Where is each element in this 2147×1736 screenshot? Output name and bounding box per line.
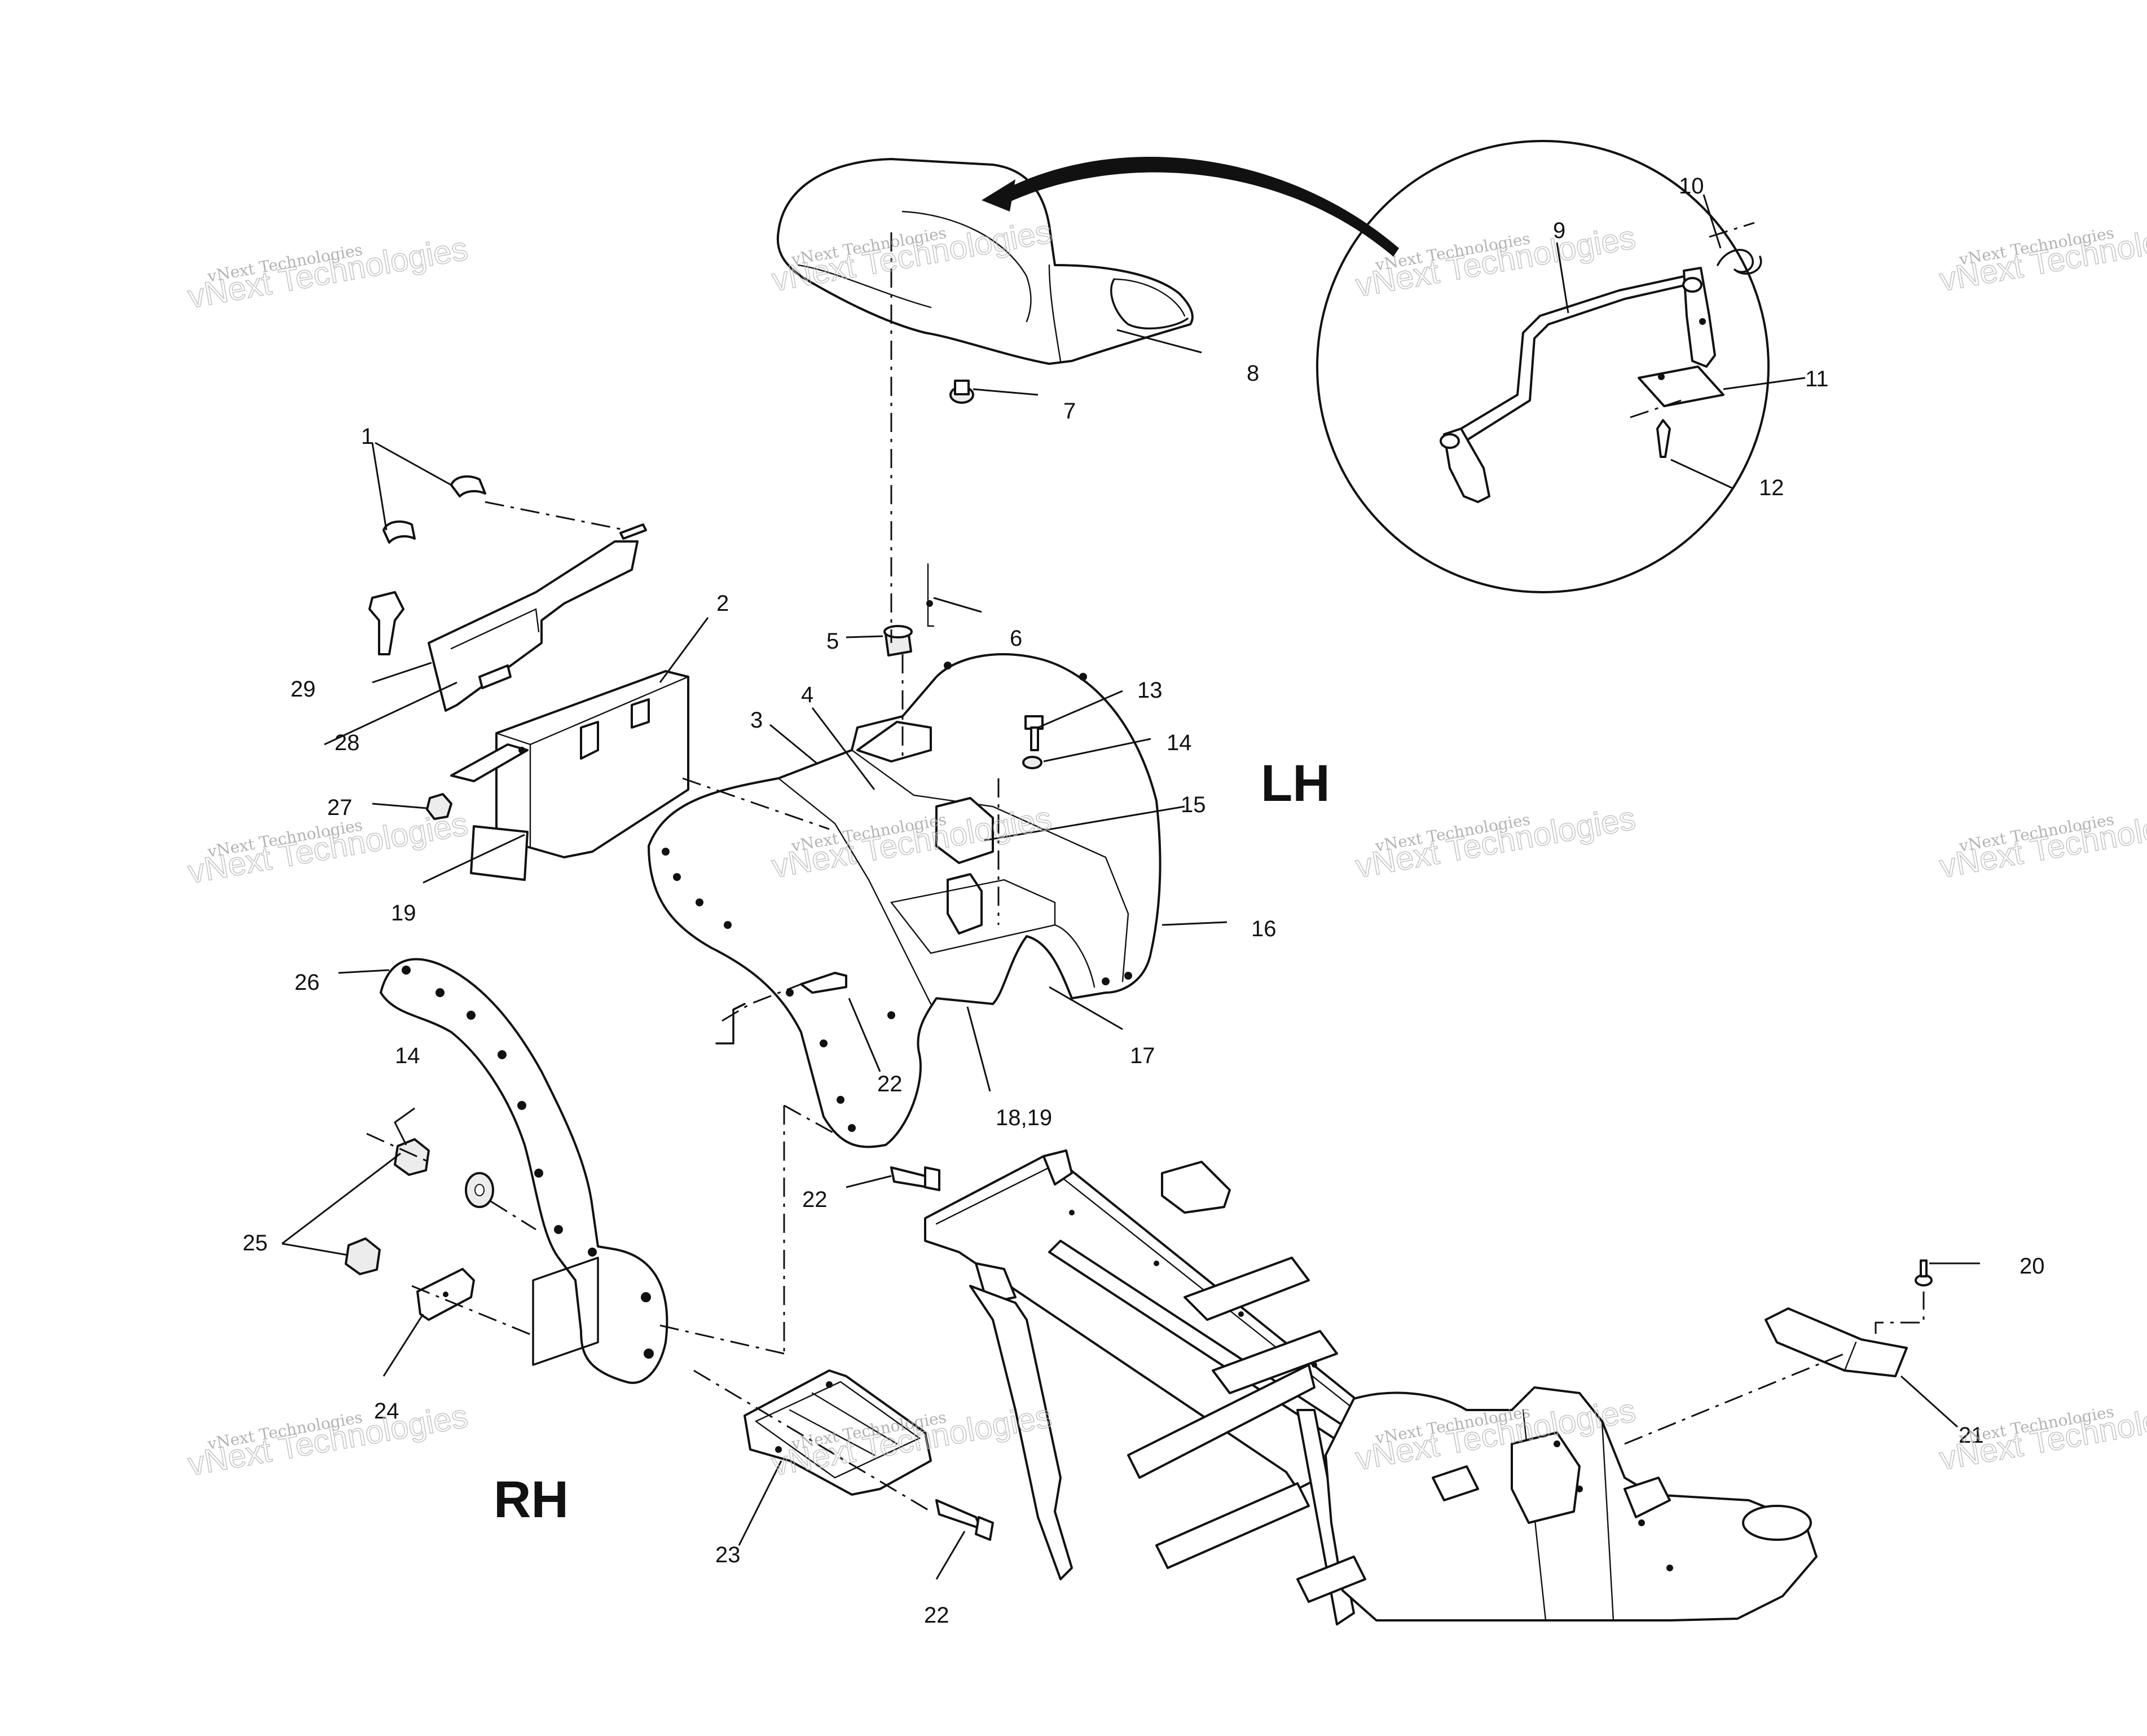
callout-14-lower: 14 bbox=[395, 1043, 420, 1068]
callout-21: 21 bbox=[1959, 1423, 1984, 1448]
leader-lines bbox=[281, 194, 1980, 1580]
latch-detail-inset bbox=[1316, 140, 1770, 593]
bolt-part bbox=[1024, 715, 1044, 751]
fender-flare-part bbox=[380, 958, 668, 1384]
callout-15: 15 bbox=[1181, 792, 1206, 817]
callout-22-fender: 22 bbox=[877, 1072, 903, 1096]
nut-part bbox=[394, 1138, 430, 1176]
callout-12: 12 bbox=[1759, 475, 1784, 500]
watermark: vNext Technologies vNext Technologies bbox=[185, 230, 471, 316]
callout-5: 5 bbox=[826, 629, 839, 654]
seat-part bbox=[776, 158, 1194, 365]
watermark: vNext Technologies vNext Technologies bbox=[1353, 218, 1639, 305]
nut-part bbox=[426, 793, 452, 820]
callout-22-mid: 22 bbox=[802, 1187, 828, 1212]
callout-24: 24 bbox=[374, 1399, 399, 1424]
callout-3: 3 bbox=[750, 708, 763, 733]
frame-part bbox=[924, 1149, 1818, 1625]
clip-part bbox=[382, 520, 416, 544]
svg-text:vNext Technologies: vNext Technologies bbox=[186, 1398, 471, 1483]
callout-17: 17 bbox=[1130, 1043, 1155, 1068]
bolt-part bbox=[935, 1499, 982, 1530]
callout-9: 9 bbox=[1553, 218, 1565, 243]
callout-16: 16 bbox=[1251, 917, 1277, 941]
svg-text:vNext Technologies: vNext Technologies bbox=[1353, 219, 1639, 304]
callout-8: 8 bbox=[1247, 361, 1259, 386]
nut-part bbox=[345, 1237, 381, 1275]
callout-7: 7 bbox=[1063, 399, 1076, 424]
svg-text:vNext Technologies: vNext Technologies bbox=[186, 230, 471, 315]
callout-20: 20 bbox=[2020, 1254, 2045, 1279]
callout-11: 11 bbox=[1805, 367, 1829, 391]
watermark: vNext Technologies vNext Technologies bbox=[185, 1397, 471, 1483]
callout-10: 10 bbox=[1679, 174, 1704, 199]
callout-22-low: 22 bbox=[924, 1603, 949, 1628]
watermark: vNext Technologies vNext Technologies bbox=[1353, 799, 1639, 885]
hook-part bbox=[368, 591, 404, 655]
side-label-rh: RH bbox=[494, 1471, 569, 1528]
callout-27: 27 bbox=[327, 795, 353, 820]
callout-labels: 1 2 3 4 5 6 7 8 9 10 11 12 13 14 14 15 1… bbox=[243, 174, 2045, 1628]
bolt-part bbox=[890, 1166, 929, 1188]
tray-part bbox=[428, 540, 639, 712]
side-label-lh: LH bbox=[1261, 755, 1330, 812]
watermark: vNext Technologies vNext Technologies bbox=[1937, 1391, 2147, 1478]
callout-18-19: 18,19 bbox=[996, 1105, 1052, 1130]
watermark: vNext Technologies vNext Technologies bbox=[1937, 799, 2147, 885]
callout-14: 14 bbox=[1167, 730, 1192, 755]
curved-arrow bbox=[990, 157, 1399, 257]
svg-text:vNext Technologies: vNext Technologies bbox=[1353, 800, 1639, 885]
panel-part bbox=[1765, 1307, 1908, 1377]
callout-28: 28 bbox=[335, 730, 360, 755]
callout-19: 19 bbox=[391, 901, 416, 926]
toolbox-part bbox=[450, 670, 689, 858]
washer-part bbox=[1022, 756, 1042, 769]
bumper-part bbox=[949, 380, 974, 404]
rivet-part bbox=[1915, 1259, 1933, 1286]
watermark: vNext Technologies vNext Technologies bbox=[1937, 213, 2147, 299]
callout-1: 1 bbox=[361, 424, 373, 449]
decal-part bbox=[470, 825, 529, 881]
callout-4: 4 bbox=[801, 682, 813, 707]
callout-2: 2 bbox=[716, 591, 729, 616]
callout-25: 25 bbox=[243, 1231, 268, 1255]
rear-fender-part bbox=[648, 653, 1162, 1148]
callout-6: 6 bbox=[1010, 626, 1022, 651]
callout-23: 23 bbox=[715, 1543, 741, 1567]
clip-part bbox=[450, 475, 486, 497]
callout-26: 26 bbox=[294, 970, 320, 995]
callout-13: 13 bbox=[1137, 678, 1163, 703]
footwell-part bbox=[743, 1369, 932, 1496]
grommet-part bbox=[883, 625, 913, 656]
callout-29: 29 bbox=[291, 677, 316, 702]
